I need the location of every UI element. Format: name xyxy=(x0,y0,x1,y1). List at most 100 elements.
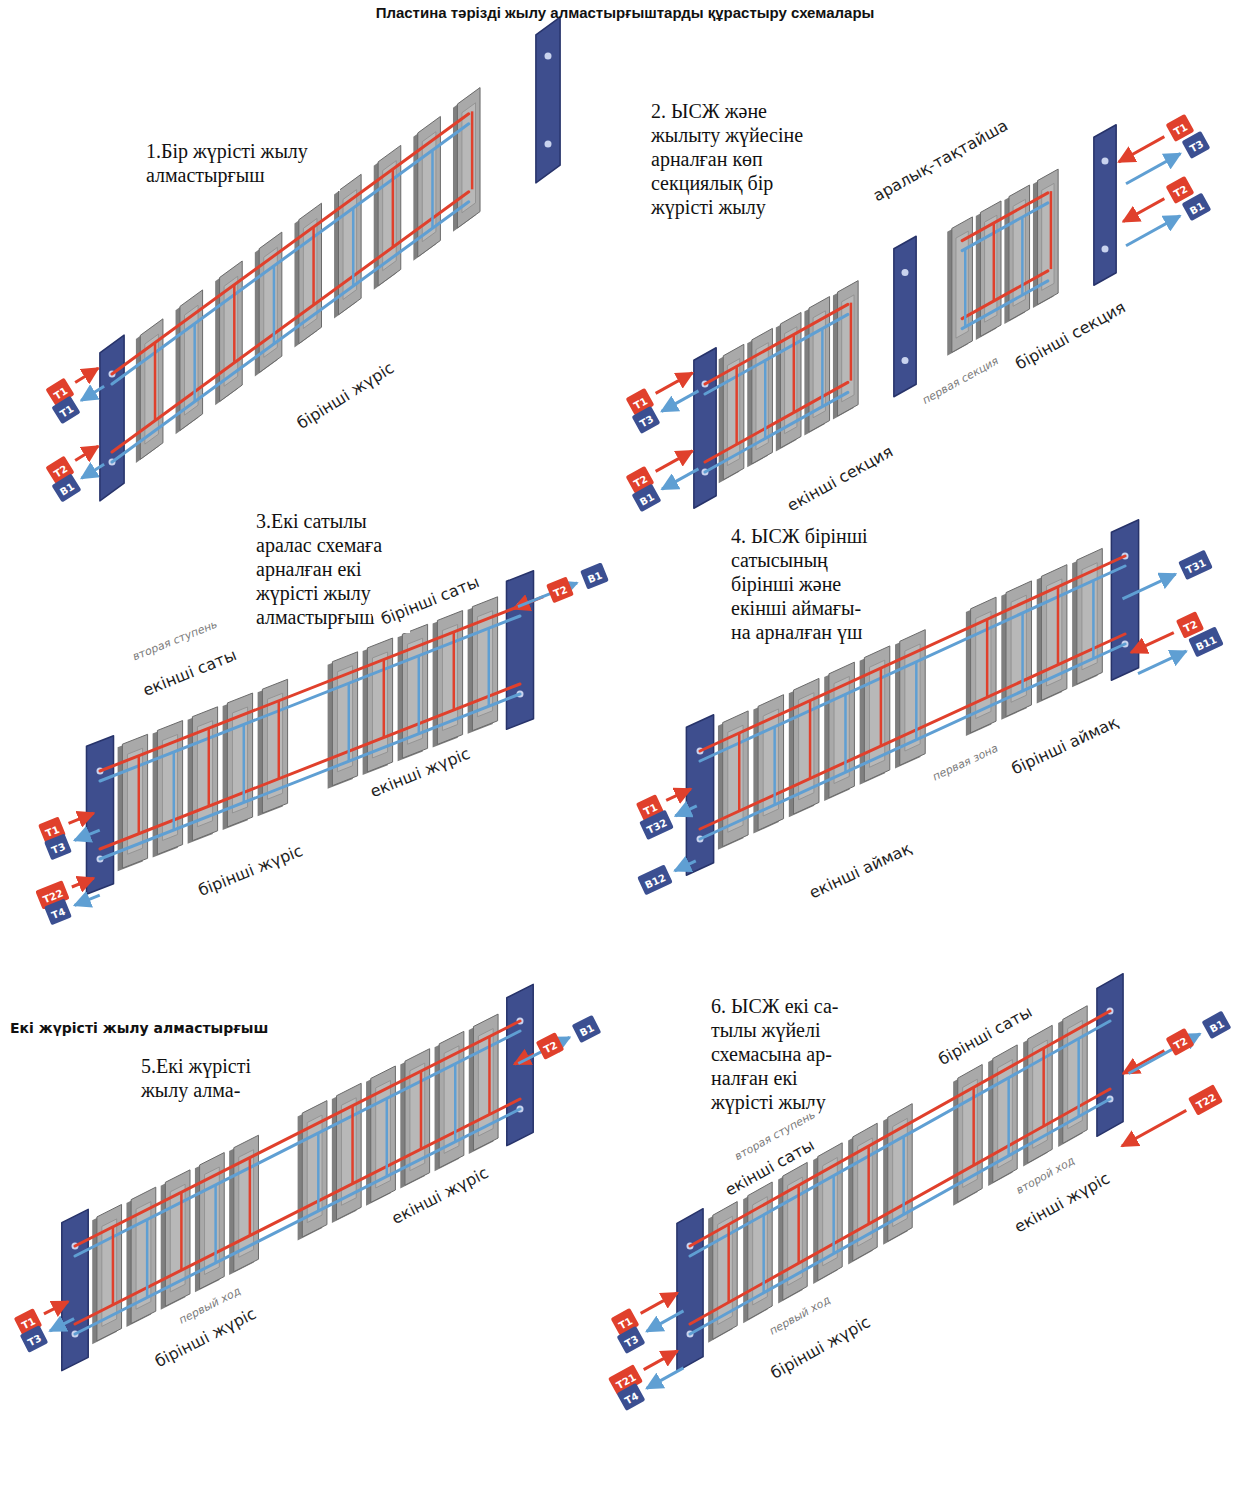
flow-arrow xyxy=(1122,1110,1186,1146)
port-label: T31 xyxy=(1184,557,1207,576)
port-tag: B1 xyxy=(1201,1011,1230,1039)
cold-pipe xyxy=(762,1215,765,1293)
port-label: T2 xyxy=(552,584,569,599)
section-label: бірінші жүріс xyxy=(286,352,404,438)
cold-pipe xyxy=(705,314,848,394)
caption-text: 6. ЫСЖ екі са- тылы жүйелі схемасына ар-… xyxy=(705,990,865,1118)
port-label: B1 xyxy=(58,481,76,498)
hot-pipe xyxy=(233,285,236,363)
hot-pipe xyxy=(867,1146,870,1224)
hot-pipe xyxy=(1057,587,1060,665)
cold-pipe xyxy=(146,1220,149,1298)
hot-pipe xyxy=(986,619,989,697)
flow-arrow xyxy=(641,1293,678,1313)
frame-plate xyxy=(536,17,560,183)
hot-pipe xyxy=(392,169,395,247)
port-label: T2 xyxy=(1182,618,1199,634)
section-label: аралық-тақтайша xyxy=(862,110,1017,210)
hot-pipe xyxy=(735,366,738,444)
faint-label: первая зона xyxy=(926,739,1004,786)
frame-plate xyxy=(686,715,713,876)
port-hole xyxy=(1102,246,1109,253)
flow-arrow xyxy=(662,391,699,411)
port-label: T3 xyxy=(1188,138,1205,154)
caption-text: 5.Екі жүрісті жылу алма- xyxy=(135,1050,285,1106)
flow-arrow xyxy=(662,469,698,489)
section-label: бірінші секция xyxy=(1005,292,1136,378)
cold-pipe xyxy=(112,124,469,384)
hot-pipe xyxy=(312,227,315,305)
caption-text: 4. ЫСЖ бірінші сатысының бірінші және ек… xyxy=(725,520,875,648)
cold-pipe xyxy=(75,1109,520,1334)
port-label: B1 xyxy=(638,491,656,508)
cold-pipe xyxy=(431,150,434,228)
section-heading: Екі жүрісті жылу алмастырғыш xyxy=(10,1020,268,1036)
section-label: екінші аймақ xyxy=(799,833,921,906)
flow-arrow xyxy=(647,1368,684,1388)
cold-pipe xyxy=(1007,1078,1010,1156)
hot-pipe xyxy=(351,1106,354,1184)
plate-exchanger xyxy=(686,520,1138,876)
flow-arrow xyxy=(675,806,696,816)
cold-pipe xyxy=(173,752,176,830)
frame-plate xyxy=(100,335,124,501)
cold-pipe xyxy=(962,281,1048,329)
port-label: T3 xyxy=(26,1332,43,1348)
port-hole xyxy=(545,53,552,60)
hot-pipe xyxy=(208,728,211,806)
port-hole xyxy=(1102,158,1109,165)
flow-arrow xyxy=(1131,633,1174,653)
port-hole xyxy=(545,141,552,148)
cold-pipe xyxy=(915,662,918,740)
port-label: T3 xyxy=(638,413,655,429)
plate-exchanger xyxy=(62,984,533,1370)
hot-pipe xyxy=(797,1185,800,1263)
port-hole xyxy=(902,269,909,276)
port-label: B1 xyxy=(578,1022,596,1038)
port-tag: B1 xyxy=(580,562,608,589)
faint-label: первая секция xyxy=(916,351,1005,409)
section-label: екінші жүріс xyxy=(381,1158,498,1233)
hot-pipe xyxy=(705,304,848,384)
plate-exchanger xyxy=(677,974,1123,1372)
hot-pipe xyxy=(738,733,741,811)
cold-pipe xyxy=(418,656,421,734)
port-label: T3 xyxy=(623,1333,640,1349)
hot-pipe xyxy=(112,114,469,374)
flow-arrow xyxy=(675,861,696,871)
flow-arrow xyxy=(81,386,104,400)
port-tag: T2 xyxy=(536,1032,564,1060)
section-label: бірінші саты xyxy=(928,996,1042,1073)
hot-pipe xyxy=(249,1158,252,1236)
cold-pipe xyxy=(454,1064,457,1142)
flow-arrow xyxy=(666,789,691,800)
flow-arrow xyxy=(1123,199,1164,222)
frame-plate xyxy=(506,571,533,730)
hot-pipe xyxy=(420,1071,423,1149)
port-hole xyxy=(902,357,909,364)
hot-pipe xyxy=(809,700,812,778)
flow-arrow xyxy=(656,373,693,393)
cold-pipe xyxy=(844,694,847,772)
hot-pipe xyxy=(100,684,520,849)
flow-arrow xyxy=(72,878,94,887)
port-tag: T22 xyxy=(1188,1084,1223,1115)
cold-pipe xyxy=(1092,580,1095,658)
hot-pipe xyxy=(112,1227,115,1305)
hot-pipe xyxy=(972,1087,975,1165)
port-label: T4 xyxy=(623,1390,640,1406)
cold-pipe xyxy=(1021,613,1024,691)
port-tag: T2 xyxy=(546,577,574,604)
hot-pipe xyxy=(880,668,883,746)
section-label: екінші жүріс xyxy=(360,739,480,805)
caption-text: 1.Бір жүрісті жылу алмастырғыш xyxy=(140,135,340,191)
cold-pipe xyxy=(386,1098,389,1176)
hot-pipe xyxy=(705,382,848,462)
cold-pipe xyxy=(488,628,491,706)
port-label: T1 xyxy=(1172,121,1189,137)
hot-pipe xyxy=(75,1099,520,1324)
port-tag: B1 xyxy=(571,1015,600,1043)
cold-pipe xyxy=(243,725,246,803)
port-label: B12 xyxy=(644,872,668,891)
